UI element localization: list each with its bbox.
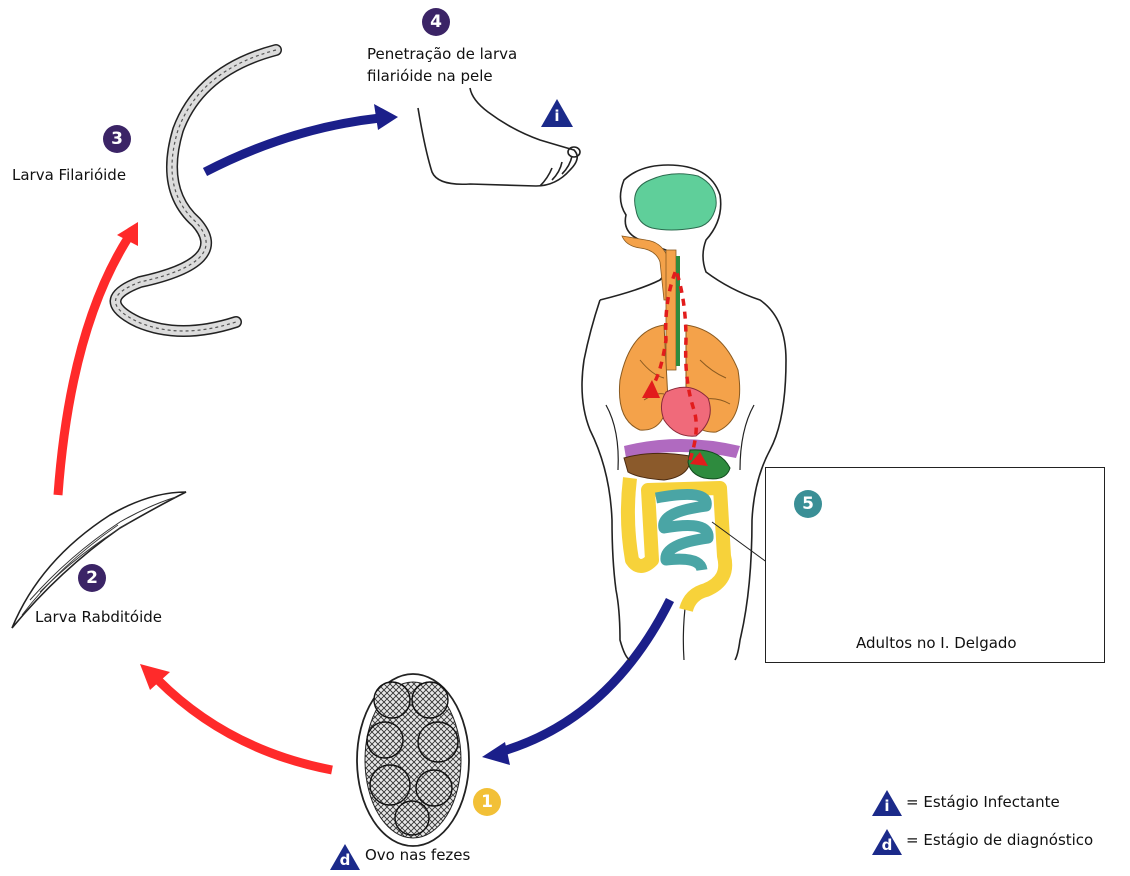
legend-diagnostic-letter: d [877,836,897,854]
arrow-2-to-3 [58,222,138,495]
stage-4-label-line1: Penetração de larva [367,44,517,64]
arrow-5-to-1 [482,600,670,765]
stage-2-label: Larva Rabditóide [35,607,162,627]
stage-3-badge: 3 [103,125,131,153]
human-body-illustration [582,165,786,660]
stage-4-badge: 4 [422,8,450,36]
stage-2-badge: 2 [78,564,106,592]
stage-4-label-line2: filarióide na pele [367,66,493,86]
arrow-1-to-2 [140,664,332,770]
stage-3-label: Larva Filarióide [12,165,126,185]
stage-1-badge: 1 [473,788,501,816]
filariform-larva-illustration [115,50,276,331]
infective-stage-marker-letter: i [547,107,567,125]
legend-infective-text: = Estágio Infectante [906,792,1060,812]
stage-1-label: Ovo nas fezes [365,845,470,865]
stage-5-label: Adultos no I. Delgado [856,633,1017,653]
diagnostic-stage-marker-letter: d [335,851,355,869]
legend-infective-letter: i [877,797,897,815]
legend-diagnostic-text: = Estágio de diagnóstico [906,830,1093,850]
stage-5-badge: 5 [794,490,822,518]
egg-illustration [357,674,469,846]
arrow-3-to-4 [205,104,398,172]
